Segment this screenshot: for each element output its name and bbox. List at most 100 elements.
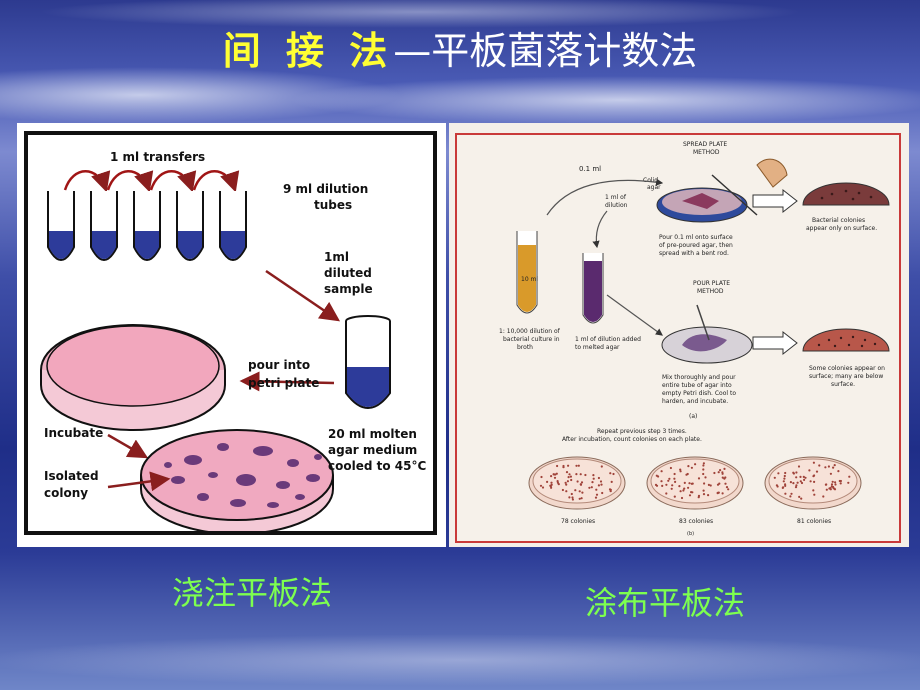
label-dilution-1ml-2: dilution bbox=[605, 202, 628, 209]
colony-dot bbox=[725, 486, 729, 489]
colony-dot bbox=[818, 464, 821, 467]
label-spread-result-2: appear only on surface. bbox=[806, 225, 877, 232]
colony-dot bbox=[579, 473, 582, 476]
colony-dot bbox=[702, 489, 705, 492]
colony-dot bbox=[822, 495, 825, 498]
colony-dot bbox=[834, 481, 837, 484]
colony-dot bbox=[578, 497, 581, 500]
label-pour-desc-3: empty Petri dish. Cool to bbox=[662, 390, 736, 397]
colony-dot bbox=[610, 480, 613, 483]
colony-dot bbox=[553, 476, 557, 479]
colony-dot bbox=[669, 466, 672, 470]
colony-dot bbox=[578, 490, 581, 493]
colony-dot bbox=[665, 492, 668, 495]
label-colid-2: agar bbox=[647, 184, 661, 191]
colony-dot bbox=[661, 484, 664, 487]
page-title: 间 接 法—平板菌落计数法 bbox=[0, 28, 920, 74]
label-tube: 10 ml bbox=[521, 276, 538, 283]
arrow-pour bbox=[239, 371, 335, 392]
colony-dot bbox=[591, 481, 594, 484]
colony-dot bbox=[804, 476, 807, 479]
colony-dot bbox=[690, 491, 693, 494]
colony-dot bbox=[827, 465, 830, 468]
colony-dot bbox=[678, 485, 681, 488]
colony-dot bbox=[660, 470, 663, 473]
colony-dot bbox=[546, 480, 549, 483]
label-culture-2: bacterial culture in bbox=[503, 336, 560, 343]
colony-dot bbox=[829, 487, 832, 490]
colony-dot bbox=[565, 490, 568, 493]
colony-dot bbox=[825, 488, 828, 491]
label-spread-desc-1: Pour 0.1 ml onto surface bbox=[659, 234, 733, 241]
colony-dot bbox=[580, 497, 583, 500]
colony-dot bbox=[568, 473, 571, 476]
colony-dot bbox=[540, 475, 543, 479]
colony-dot bbox=[599, 480, 603, 483]
colony-dot bbox=[577, 464, 580, 467]
colony-dot bbox=[784, 484, 787, 487]
transfer-arrow-2 bbox=[106, 170, 154, 193]
label-repeat-2: After incubation, count colonies on each… bbox=[562, 436, 702, 443]
colony-dot bbox=[803, 478, 806, 481]
label-sample-2: diluted bbox=[324, 266, 372, 280]
colony-dot bbox=[665, 483, 668, 486]
colony-dot bbox=[831, 480, 834, 483]
colony-dot bbox=[795, 476, 798, 479]
title-main: 间 接 法 bbox=[222, 29, 394, 73]
colony-dot bbox=[781, 486, 784, 489]
colony-plate bbox=[140, 429, 334, 535]
colony-dot bbox=[724, 482, 727, 485]
colony-dot bbox=[702, 493, 706, 496]
colony-dot bbox=[721, 492, 724, 495]
colony-dot bbox=[597, 484, 600, 487]
arrow-pour-result bbox=[752, 330, 798, 356]
colony-dot bbox=[717, 471, 720, 474]
label-pour-desc-2: entire tube of agar into bbox=[662, 382, 732, 389]
colony-dot bbox=[837, 470, 840, 473]
label-transfers: 1 ml transfers bbox=[110, 150, 205, 164]
colony-dot bbox=[799, 480, 802, 483]
label-count-3: 81 colonies bbox=[797, 518, 831, 525]
colony-dot bbox=[571, 496, 574, 499]
label-spread-desc-3: spread with a bent rod. bbox=[659, 250, 729, 257]
colony-dot bbox=[690, 466, 693, 469]
colony-dot bbox=[812, 461, 815, 464]
colony-dot bbox=[707, 494, 710, 497]
colony-dot bbox=[825, 483, 828, 486]
colony-dot bbox=[813, 474, 816, 477]
colony-dot bbox=[718, 482, 721, 485]
colony-dot bbox=[667, 479, 670, 482]
colony-dot bbox=[600, 483, 603, 486]
colony-dot bbox=[829, 472, 832, 475]
colony-dot bbox=[682, 489, 685, 492]
colony-dot bbox=[797, 465, 801, 468]
transfer-arrow-1 bbox=[63, 170, 111, 193]
label-pour-result-1: Some colonies appear on bbox=[809, 365, 885, 372]
colony-dot bbox=[601, 491, 604, 495]
colony-dot bbox=[674, 480, 677, 483]
colony-dot bbox=[721, 472, 724, 475]
colony-dot bbox=[571, 498, 574, 501]
label-pour-1: pour into bbox=[248, 358, 310, 372]
colony-dot bbox=[703, 482, 706, 485]
colony-dot bbox=[590, 486, 593, 489]
colony-dot bbox=[592, 477, 595, 480]
dilution-tube-5 bbox=[219, 191, 247, 261]
colony-dot bbox=[687, 465, 690, 468]
colony-dot bbox=[847, 481, 850, 484]
colony-dot bbox=[561, 488, 564, 492]
colony-dot bbox=[595, 493, 599, 496]
colony-dot bbox=[568, 496, 571, 499]
colony-dot bbox=[800, 481, 804, 485]
colony-dot bbox=[709, 484, 712, 487]
colony-dot bbox=[567, 476, 570, 479]
colony-dot bbox=[815, 470, 819, 473]
colony-dot bbox=[579, 483, 582, 486]
colony-dot bbox=[688, 494, 692, 497]
label-colid-1: Colid bbox=[643, 177, 658, 184]
colony-dot bbox=[668, 477, 671, 480]
label-pour-title-2: METHOD bbox=[697, 288, 724, 295]
colony-dot bbox=[594, 496, 598, 499]
colony-dot bbox=[775, 484, 778, 487]
colony-dot bbox=[783, 474, 786, 478]
